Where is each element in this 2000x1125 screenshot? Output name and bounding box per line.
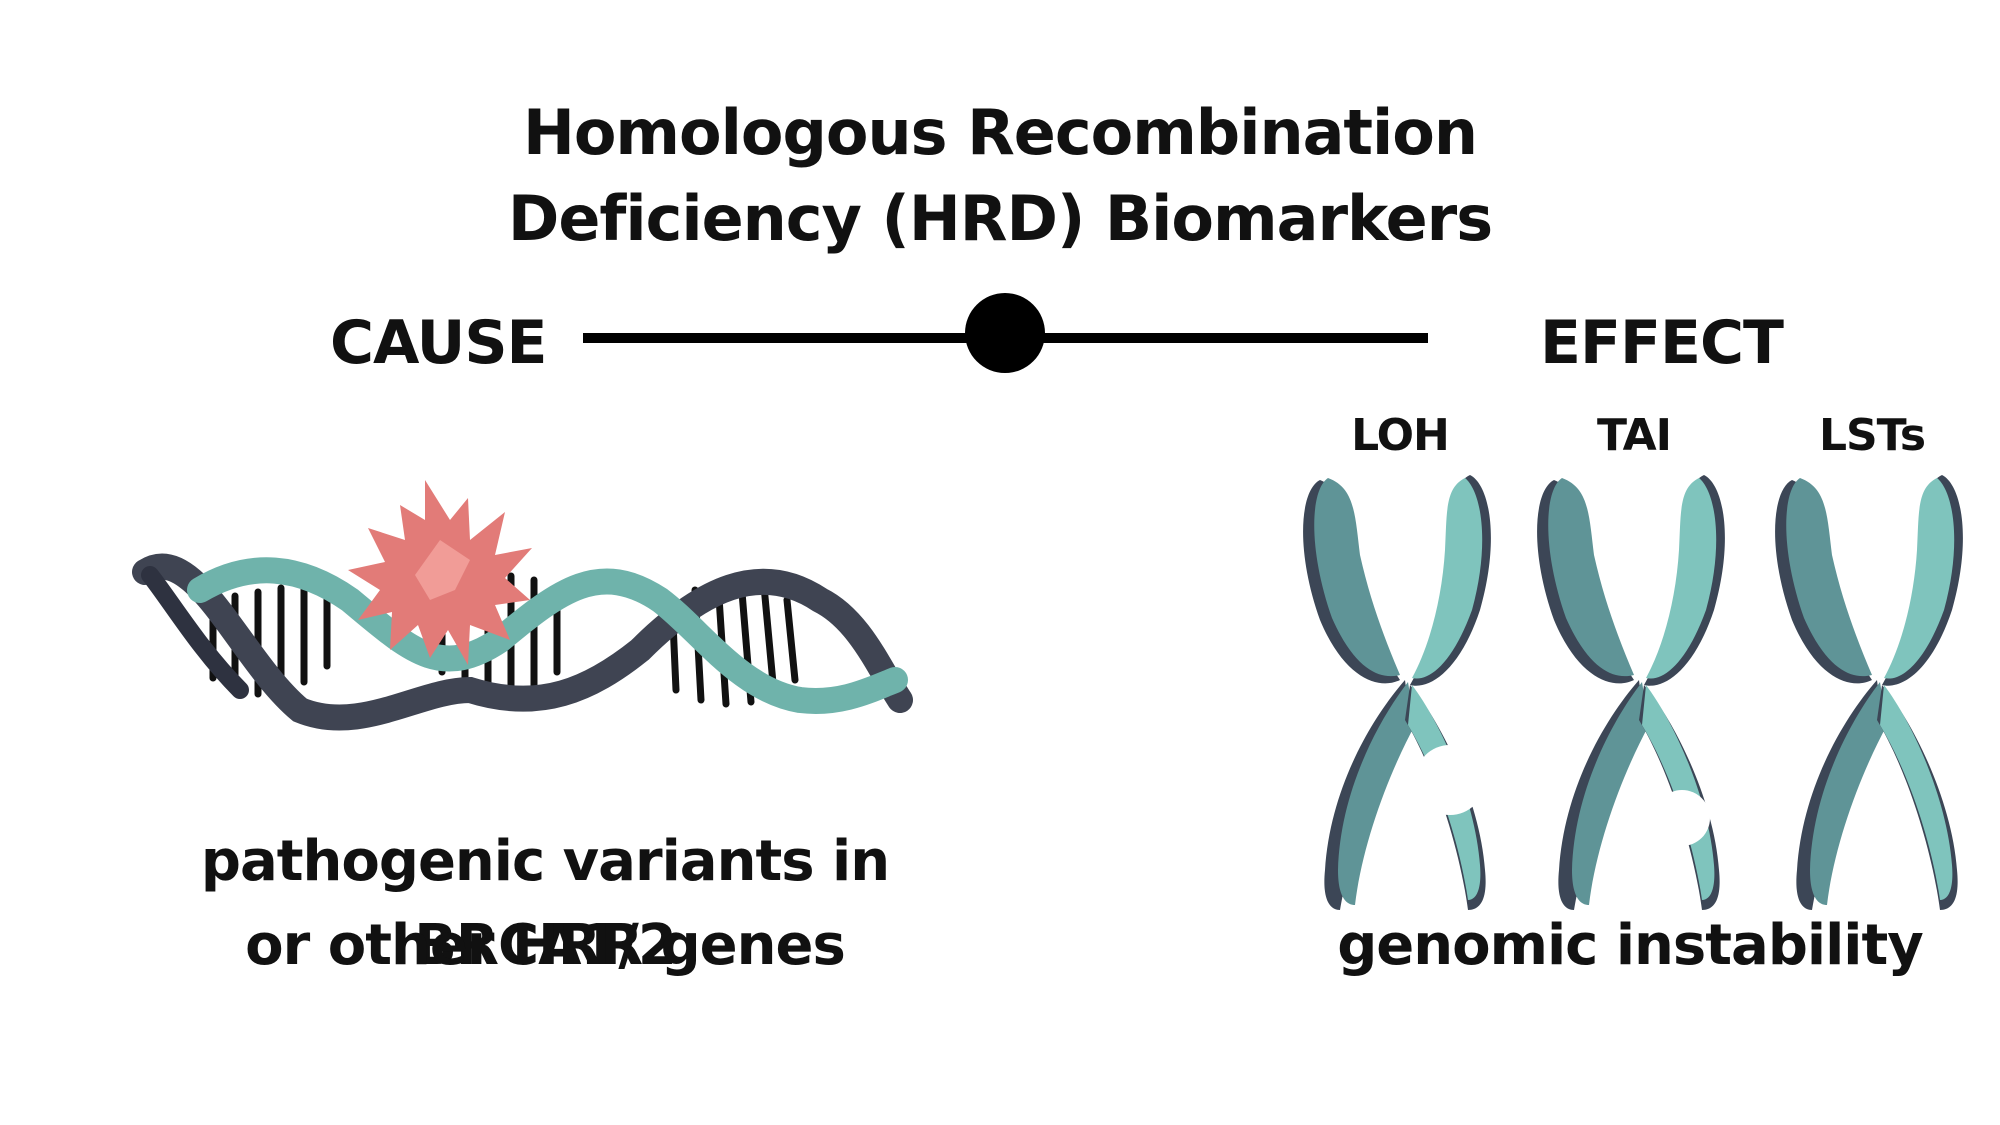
cause-description-line-2: or other HRR genes <box>245 913 846 978</box>
dna-strand-dark <box>132 553 913 731</box>
title-line-1: Homologous Recombination <box>522 96 1478 169</box>
mutation-starburst-icon <box>348 480 532 665</box>
dna-strand-teal <box>187 557 908 714</box>
chromosome-label-lsts: LSTs <box>1818 410 1926 461</box>
cause-heading: CAUSE <box>330 308 548 378</box>
chromosome-icon-lsts <box>1775 475 1963 910</box>
effect-description: genomic instability <box>1337 913 1924 978</box>
dna-helix-icon <box>132 553 913 731</box>
title-line-2: Deficiency (HRD) Biomarkers <box>507 182 1493 255</box>
connector-dot <box>965 293 1045 373</box>
chromosome-icon-tai <box>1537 475 1725 910</box>
cause-effect-connector <box>583 293 1428 373</box>
effect-heading: EFFECT <box>1540 308 1784 378</box>
cause-description-line-1: pathogenic variants in BRCA1/2 <box>200 829 890 978</box>
chromosome-label-tai: TAI <box>1596 410 1672 461</box>
chromosome-icon-loh <box>1303 475 1491 910</box>
chromosome-label-loh: LOH <box>1351 410 1450 461</box>
